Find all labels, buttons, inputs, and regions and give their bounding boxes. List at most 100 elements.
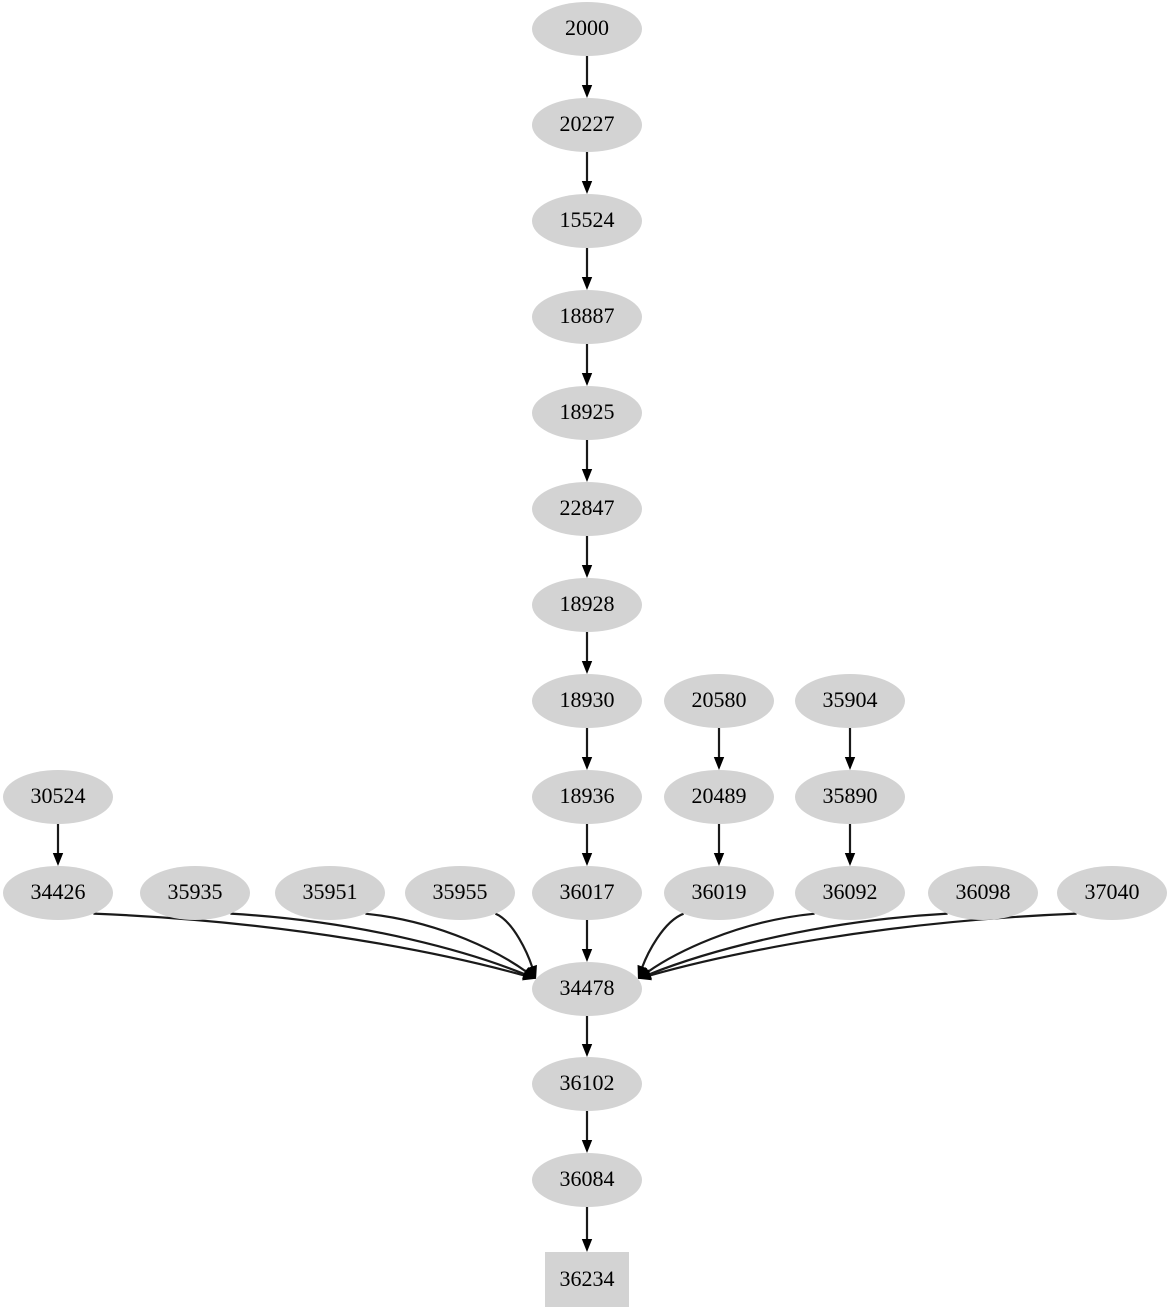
node-ellipse-shape [795,770,905,824]
edge-arrowhead [713,757,725,770]
edge-line [494,912,534,968]
graph-edge [581,728,593,770]
node-ellipse-shape [532,1057,642,1111]
edge-arrowhead [637,970,652,981]
graph-node-34426[interactable]: 34426 [3,866,113,920]
graph-edge [581,152,593,194]
node-ellipse-shape [275,866,385,920]
node-ellipse-shape [405,866,515,920]
graph-edge [581,1016,593,1057]
graph-edge [844,728,856,770]
edge-arrowhead [581,85,593,98]
graph-node-36102[interactable]: 36102 [532,1057,642,1111]
graph-node-35955[interactable]: 35955 [405,866,515,920]
edge-line [365,912,527,973]
graph-node-36098[interactable]: 36098 [928,866,1038,920]
graph-edge [844,824,856,866]
graph-edge [93,912,537,981]
graph-edge [581,632,593,674]
node-ellipse-shape [532,290,642,344]
graph-edge [365,912,537,979]
graph-node-35935[interactable]: 35935 [140,866,250,920]
edge-arrowhead [527,964,537,979]
graph-node-35951[interactable]: 35951 [275,866,385,920]
graph-node-36017[interactable]: 36017 [532,866,642,920]
edge-arrowhead [522,966,537,979]
edge-arrowhead [581,853,593,866]
graph-node-36092[interactable]: 36092 [795,866,905,920]
graph-node-20489[interactable]: 20489 [664,770,774,824]
edge-arrowhead [844,757,856,770]
edge-arrowhead [844,853,856,866]
edge-arrowhead [581,277,593,290]
edge-line [647,912,815,973]
node-ellipse-shape [532,482,642,536]
node-ellipse-shape [532,770,642,824]
node-ellipse-shape [795,674,905,728]
graph-node-37040[interactable]: 37040 [1057,866,1167,920]
graph-node-2000[interactable]: 2000 [532,2,642,56]
graph-edge [581,344,593,386]
graph-edge [581,440,593,482]
node-ellipse-shape [532,674,642,728]
graph-edge [230,912,537,979]
node-ellipse-shape [1057,866,1167,920]
edge-arrowhead [581,661,593,674]
node-ellipse-shape [664,674,774,728]
graph-node-18925[interactable]: 18925 [532,386,642,440]
edge-arrowhead [581,1140,593,1153]
node-ellipse-shape [928,866,1038,920]
graph-node-35904[interactable]: 35904 [795,674,905,728]
edge-arrowhead [581,565,593,578]
graph-node-15524[interactable]: 15524 [532,194,642,248]
edge-line [641,912,685,968]
graph-edge [581,248,593,290]
graph-edge [581,1111,593,1153]
node-ellipse-shape [532,386,642,440]
node-ellipse-shape [532,578,642,632]
node-box-shape [545,1252,629,1307]
graph-node-22847[interactable]: 22847 [532,482,642,536]
graph-node-36084[interactable]: 36084 [532,1153,642,1207]
graph-node-34478[interactable]: 34478 [532,962,642,1016]
graph-node-35890[interactable]: 35890 [795,770,905,824]
graph-edge [494,912,537,979]
graph-node-18936[interactable]: 18936 [532,770,642,824]
edge-arrowhead [581,1044,593,1057]
graph-node-36019[interactable]: 36019 [664,866,774,920]
graph-edge [713,824,725,866]
edge-line [649,912,1077,977]
edge-line [648,912,948,976]
node-ellipse-shape [664,770,774,824]
edge-arrowhead [581,373,593,386]
edge-line [230,912,526,976]
graph-edge [581,920,593,962]
edge-arrowhead [581,1239,593,1252]
graph-edge [581,1207,593,1252]
node-ellipse-shape [532,194,642,248]
graph-node-18930[interactable]: 18930 [532,674,642,728]
graph-edge [637,912,1077,981]
edge-line [93,912,525,977]
graph-edge [581,56,593,98]
graph-node-20580[interactable]: 20580 [664,674,774,728]
node-ellipse-shape [532,866,642,920]
node-ellipse-shape [664,866,774,920]
graph-node-36234[interactable]: 36234 [545,1252,629,1307]
graph-node-18887[interactable]: 18887 [532,290,642,344]
edge-arrowhead [581,757,593,770]
node-ellipse-shape [140,866,250,920]
graph-node-30524[interactable]: 30524 [3,770,113,824]
graph-node-20227[interactable]: 20227 [532,98,642,152]
graph-node-18928[interactable]: 18928 [532,578,642,632]
node-ellipse-shape [532,98,642,152]
graph-edge [713,728,725,770]
nodes-layer: 2000 20227 15524 18887 18925 22847 18928 18930 2… [3,2,1167,1307]
graph-edge [52,824,64,866]
node-ellipse-shape [532,1153,642,1207]
edge-arrowhead [713,853,725,866]
node-ellipse-shape [3,770,113,824]
graph-edge [581,536,593,578]
